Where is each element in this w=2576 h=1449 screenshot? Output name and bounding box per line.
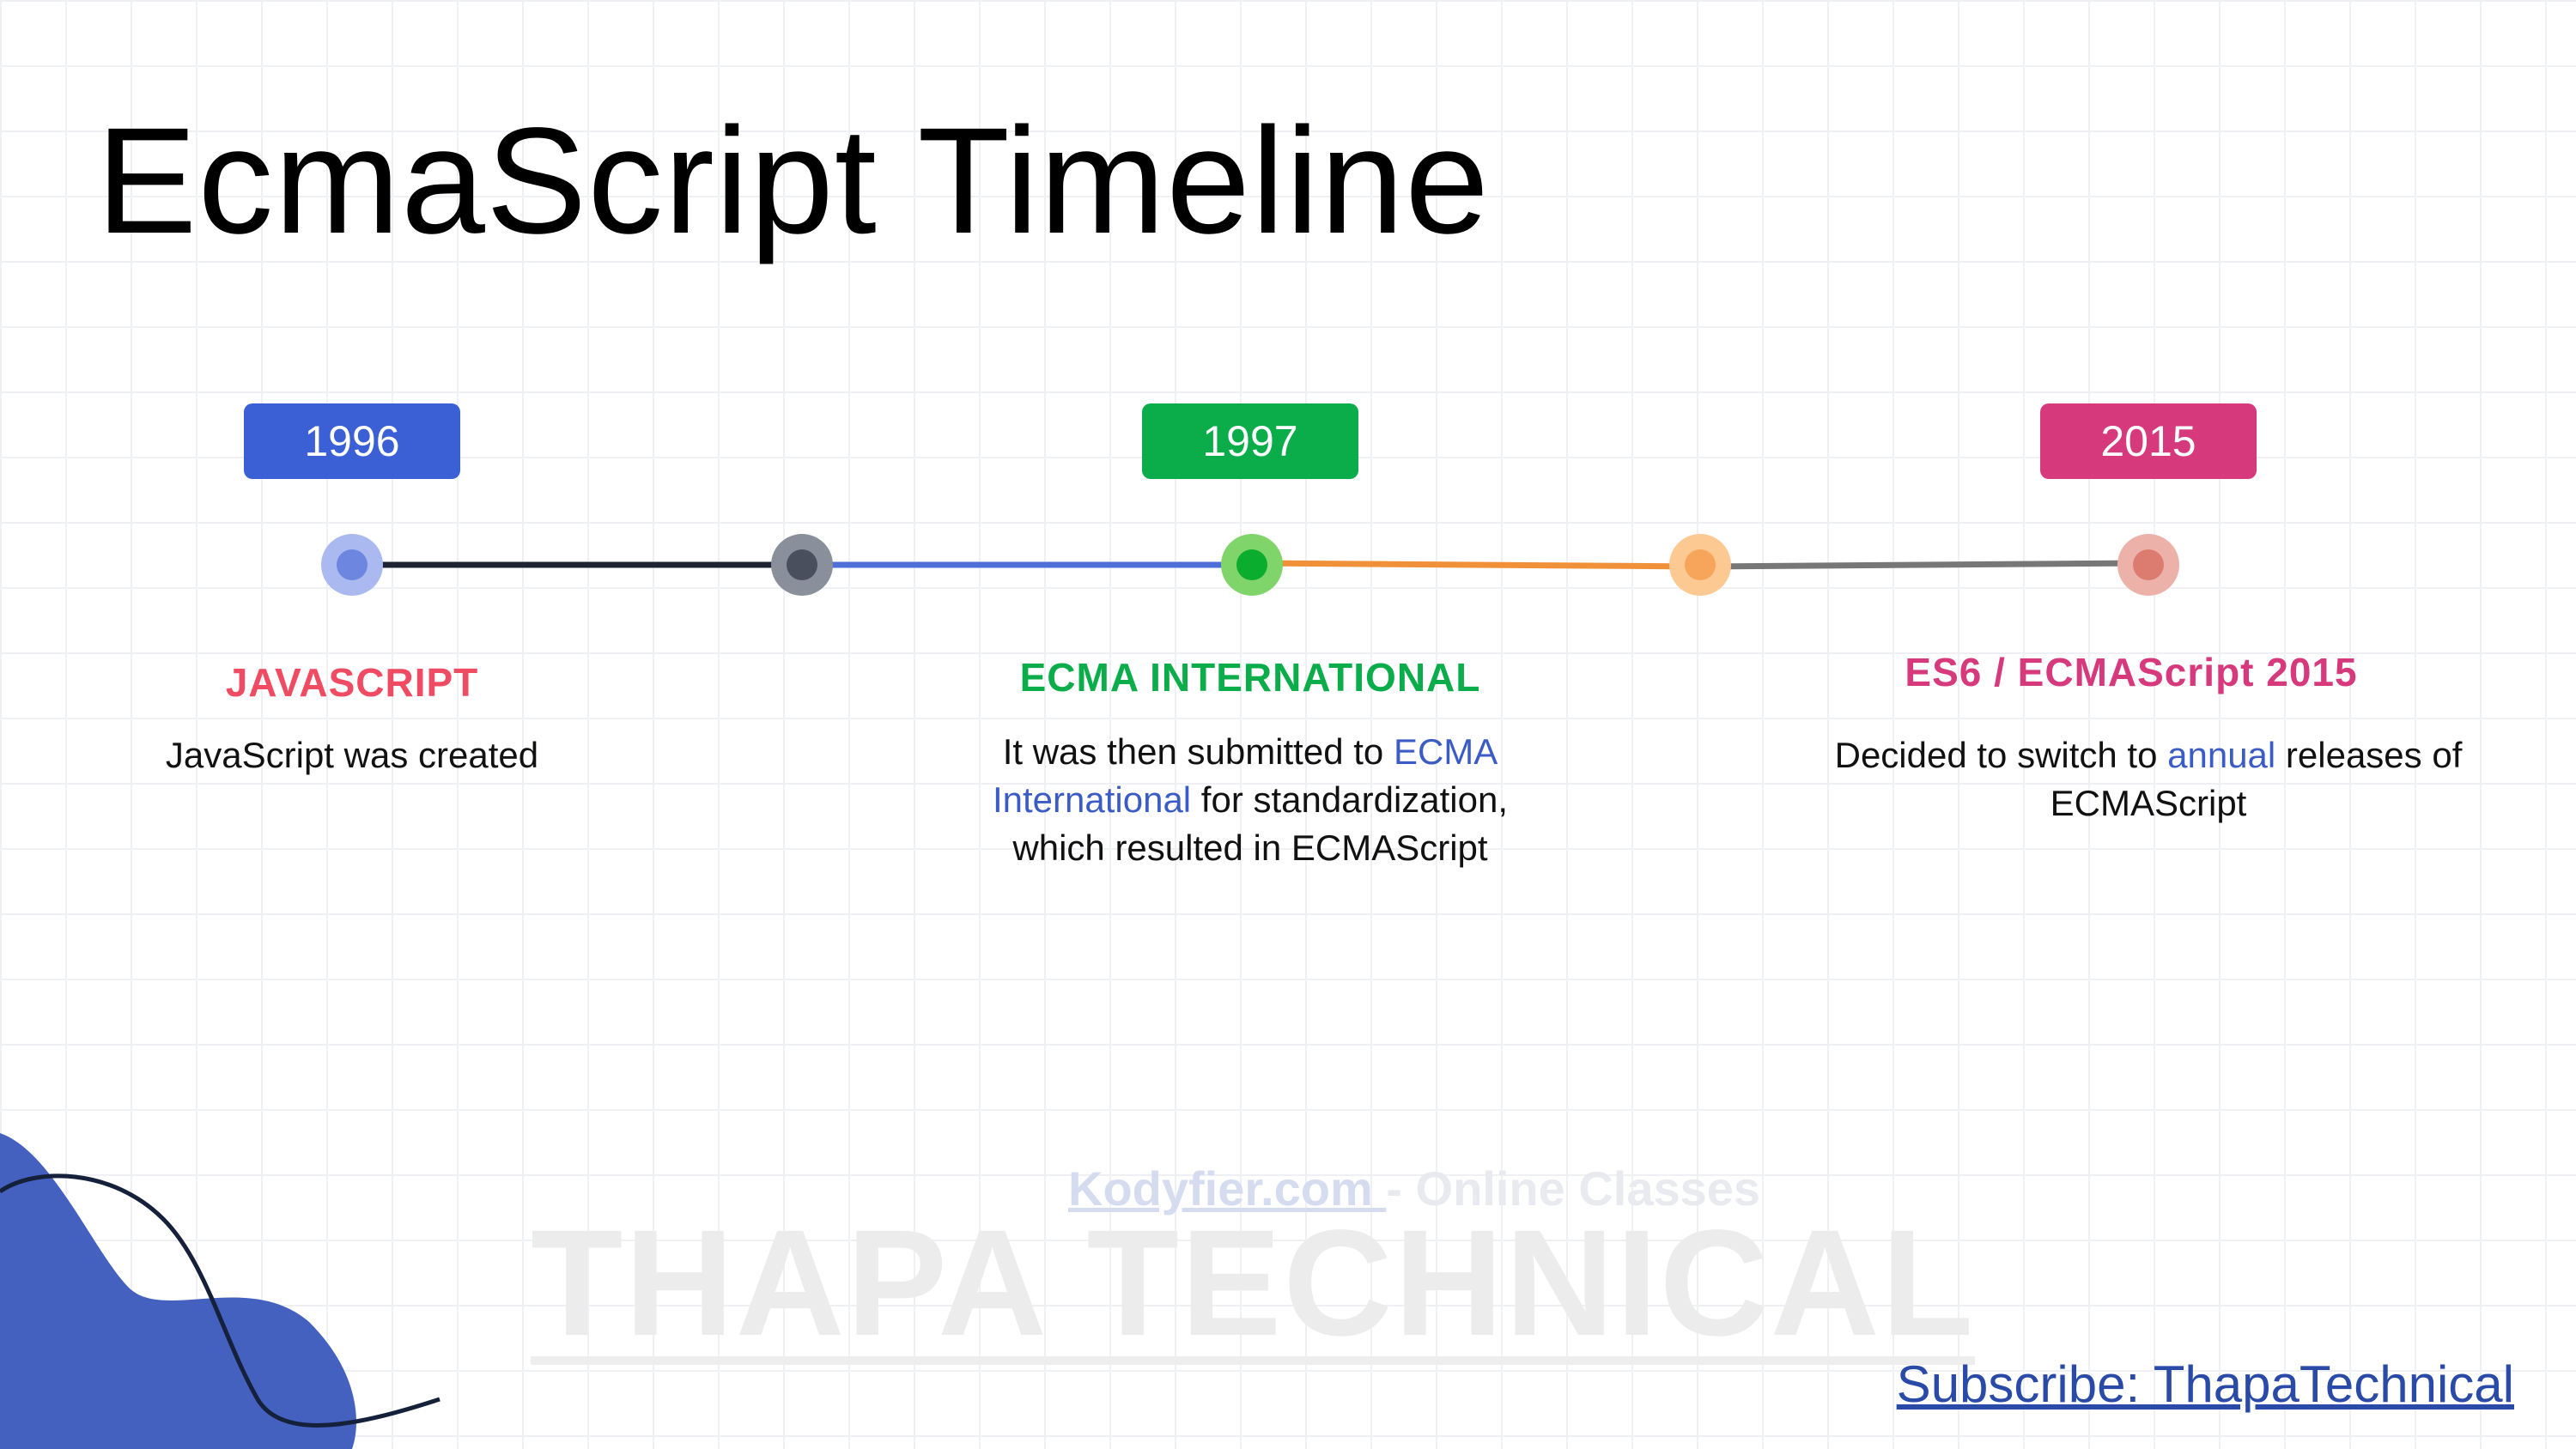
watermark-site: Kodyfier.com bbox=[1068, 1161, 1387, 1216]
event-description-javascript: JavaScript was created bbox=[165, 735, 539, 775]
subscribe-link[interactable]: Subscribe: ThapaTechnical bbox=[1896, 1355, 2514, 1413]
desc-highlight: annual bbox=[2167, 735, 2276, 775]
year-badge-1996: 1996 bbox=[244, 403, 460, 479]
watermark-tagline: Kodyfier.com - Online Classes bbox=[1068, 1161, 1760, 1216]
event-description-ecma-international: It was then submitted to ECMA Internatio… bbox=[950, 728, 1551, 872]
connector-3 bbox=[1251, 560, 1701, 570]
event-heading-es6: ES6 / ECMAScript 2015 bbox=[1905, 650, 2358, 694]
timeline-dot-mid-1 bbox=[771, 534, 833, 596]
event-heading-ecma-international: ECMA INTERNATIONAL bbox=[1019, 655, 1481, 700]
decorative-blob bbox=[0, 1133, 440, 1449]
connector-4 bbox=[1699, 560, 2149, 570]
watermark-brand: THAPA TECHNICAL bbox=[531, 1199, 1976, 1367]
watermark-tagline-text: - Online Classes bbox=[1386, 1161, 1761, 1216]
timeline-dot-2015 bbox=[2117, 534, 2179, 596]
year-badge-2015: 2015 bbox=[2040, 403, 2257, 479]
event-description-es6: Decided to switch to annual releases of … bbox=[1814, 731, 2483, 828]
desc-text: Decided to switch to bbox=[1834, 735, 2168, 775]
timeline-dot-1996 bbox=[321, 534, 383, 596]
desc-text: for standardization, which resulted in E… bbox=[1012, 779, 1509, 868]
page-title: EcmaScript Timeline bbox=[96, 97, 1491, 265]
event-heading-javascript: JAVASCRIPT bbox=[225, 660, 479, 705]
year-badge-1997: 1997 bbox=[1142, 403, 1358, 479]
timeline-dot-1997 bbox=[1221, 534, 1283, 596]
desc-text: releases of ECMAScript bbox=[2050, 735, 2463, 823]
timeline-dot-mid-2 bbox=[1669, 534, 1731, 596]
desc-highlight: ECMA International bbox=[992, 731, 1498, 820]
desc-text: It was then submitted to bbox=[1002, 731, 1394, 772]
